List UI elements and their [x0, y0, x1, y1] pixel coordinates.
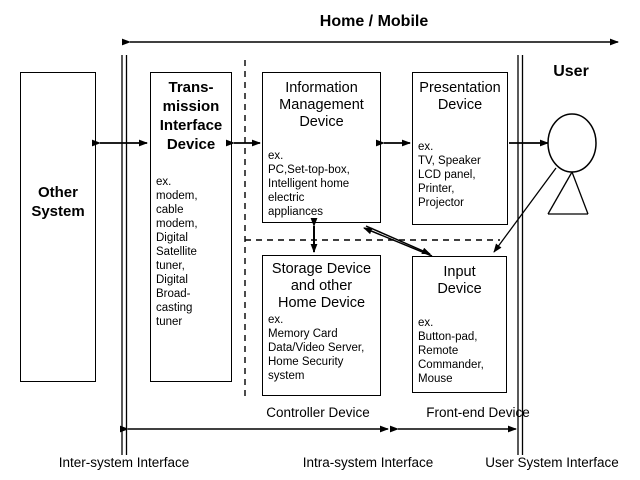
box-input-device[interactable]: Input Device ex. Button-pad, Remote Comm…: [412, 256, 507, 393]
box-input-device-examples: ex. Button-pad, Remote Commander, Mouse: [418, 317, 484, 385]
box-information-management-device-examples: ex. PC,Set-top-box, Intelligent home ele…: [268, 150, 350, 218]
boundary-line-inter-system: [121, 55, 128, 455]
arrow-user-to-input-device: [493, 167, 557, 253]
interface-label-user-system: User System Interface: [485, 455, 619, 470]
box-other-system-title: Other System: [31, 184, 85, 220]
diagram-title: Home / Mobile: [319, 13, 429, 30]
box-information-management-device[interactable]: Information Management Device ex. PC,Set…: [262, 72, 381, 223]
arrow-imd-to-input-device: [365, 225, 431, 255]
box-input-device-title: Input Device: [437, 264, 482, 297]
boundary-line-user-system: [517, 55, 524, 455]
box-information-management-device-title: Information Management Device: [279, 80, 364, 130]
box-transmission-interface-device[interactable]: Trans- mission Interface Device ex. mode…: [150, 72, 232, 382]
box-transmission-interface-device-title: Trans- mission Interface Device: [159, 79, 223, 153]
box-storage-device[interactable]: Storage Device and other Home Device ex.…: [262, 255, 381, 396]
box-presentation-device-title: Presentation Device: [419, 80, 501, 113]
box-storage-device-examples: ex. Memory Card Data/Video Server, Home …: [268, 314, 365, 382]
span-label-front-end-device: Front-end Device: [426, 405, 530, 420]
user-label: User: [553, 63, 589, 80]
arrow-input-device-to-imd: [363, 227, 433, 257]
interface-label-intra-system: Intra-system Interface: [302, 455, 434, 470]
span-label-controller-device: Controller Device: [266, 405, 370, 420]
box-presentation-device[interactable]: Presentation Device ex. TV, Speaker LCD …: [412, 72, 508, 225]
box-transmission-interface-device-examples: ex. modem, cable modem, Digital Satellit…: [156, 176, 198, 328]
box-presentation-device-examples: ex. TV, Speaker LCD panel, Printer, Proj…: [418, 141, 481, 209]
box-other-system[interactable]: Other System: [20, 72, 96, 382]
box-storage-device-title: Storage Device and other Home Device: [271, 261, 372, 311]
interface-label-inter-system: Inter-system Interface: [58, 455, 190, 470]
user-figure-icon: [547, 113, 597, 215]
